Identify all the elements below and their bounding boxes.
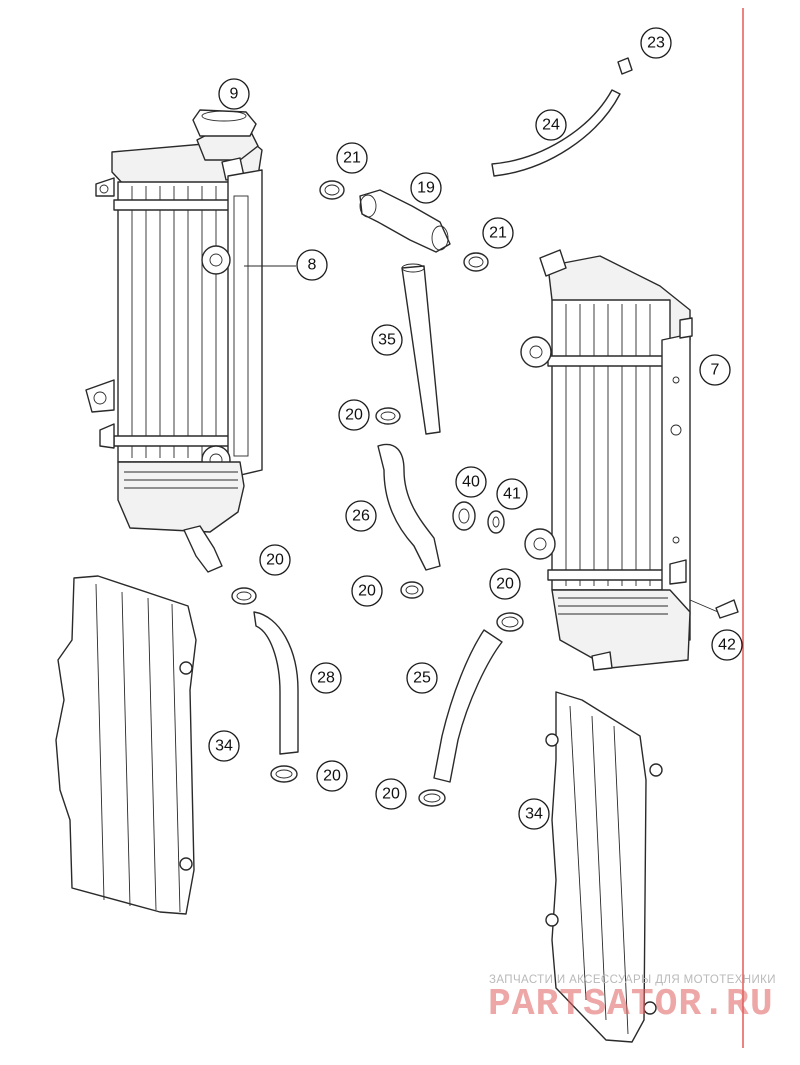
callout-9: 9 — [218, 78, 250, 110]
callout-34-right: 34 — [518, 798, 550, 830]
callout-24: 24 — [535, 109, 567, 141]
callout-8: 8 — [296, 249, 328, 281]
clamp-20-b — [400, 581, 424, 599]
svg-text:20: 20 — [266, 552, 284, 569]
watermark-brand: PARTSATOR.RU — [488, 983, 774, 1026]
svg-text:8: 8 — [308, 257, 317, 274]
svg-text:40: 40 — [462, 474, 480, 491]
clamp-21-left — [319, 180, 345, 200]
svg-text:23: 23 — [647, 35, 665, 52]
callout-21-left: 21 — [336, 142, 368, 174]
svg-text:7: 7 — [711, 362, 720, 379]
callout-34-left: 34 — [208, 730, 240, 762]
clamp-20-f — [418, 789, 446, 807]
hose-24 — [491, 89, 621, 177]
callout-20-d: 20 — [489, 568, 521, 600]
svg-text:20: 20 — [382, 786, 400, 803]
svg-text:20: 20 — [345, 407, 363, 424]
callout-21-right: 21 — [482, 217, 514, 249]
callout-20-b: 20 — [259, 544, 291, 576]
svg-text:21: 21 — [343, 150, 361, 167]
svg-text:20: 20 — [358, 583, 376, 600]
fitting-23 — [617, 57, 633, 75]
callout-20-e: 20 — [316, 760, 348, 792]
washer-41 — [487, 510, 505, 534]
radiator-cap — [192, 109, 257, 137]
callout-41: 41 — [496, 478, 528, 510]
callout-42: 42 — [711, 629, 743, 661]
right-louver-guard — [545, 691, 663, 1043]
svg-text:42: 42 — [718, 637, 736, 654]
svg-text:19: 19 — [417, 180, 435, 197]
right-radiator — [520, 249, 739, 671]
left-radiator — [85, 109, 296, 573]
t-connector-19 — [359, 189, 451, 253]
callout-19: 19 — [410, 172, 442, 204]
callout-7: 7 — [699, 354, 731, 386]
svg-text:34: 34 — [215, 738, 233, 755]
clamp-20-c — [231, 587, 257, 605]
svg-text:25: 25 — [413, 670, 431, 687]
callout-23: 23 — [640, 27, 672, 59]
svg-text:28: 28 — [317, 670, 335, 687]
hose-28 — [253, 611, 299, 755]
callout-35: 35 — [371, 324, 403, 356]
callout-20-a: 20 — [338, 399, 370, 431]
pipe-35 — [401, 265, 441, 435]
hose-26 — [377, 443, 441, 571]
clamp-21-right — [463, 252, 489, 272]
clamp-20-e — [270, 765, 298, 783]
svg-text:41: 41 — [503, 486, 521, 503]
callout-40: 40 — [455, 466, 487, 498]
watermark-tagline: ЗАПЧАСТИ И АКСЕССУАРЫ ДЛЯ МОТОТЕХНИКИ — [489, 974, 776, 986]
callout-20-f: 20 — [375, 778, 407, 810]
svg-text:34: 34 — [525, 806, 543, 823]
callout-20-c: 20 — [351, 575, 383, 607]
svg-text:20: 20 — [496, 576, 514, 593]
svg-text:20: 20 — [323, 768, 341, 785]
clamp-20-d — [496, 612, 524, 632]
svg-text:24: 24 — [542, 117, 560, 134]
callout-25: 25 — [406, 662, 438, 694]
svg-text:35: 35 — [378, 332, 396, 349]
svg-text:26: 26 — [352, 508, 370, 525]
svg-text:9: 9 — [230, 86, 239, 103]
clamp-20-a — [375, 407, 401, 425]
grommet-40 — [452, 501, 476, 531]
callout-26: 26 — [345, 500, 377, 532]
left-louver-guard — [55, 575, 197, 915]
svg-text:21: 21 — [489, 225, 507, 242]
hose-25 — [433, 629, 503, 783]
callout-28: 28 — [310, 662, 342, 694]
